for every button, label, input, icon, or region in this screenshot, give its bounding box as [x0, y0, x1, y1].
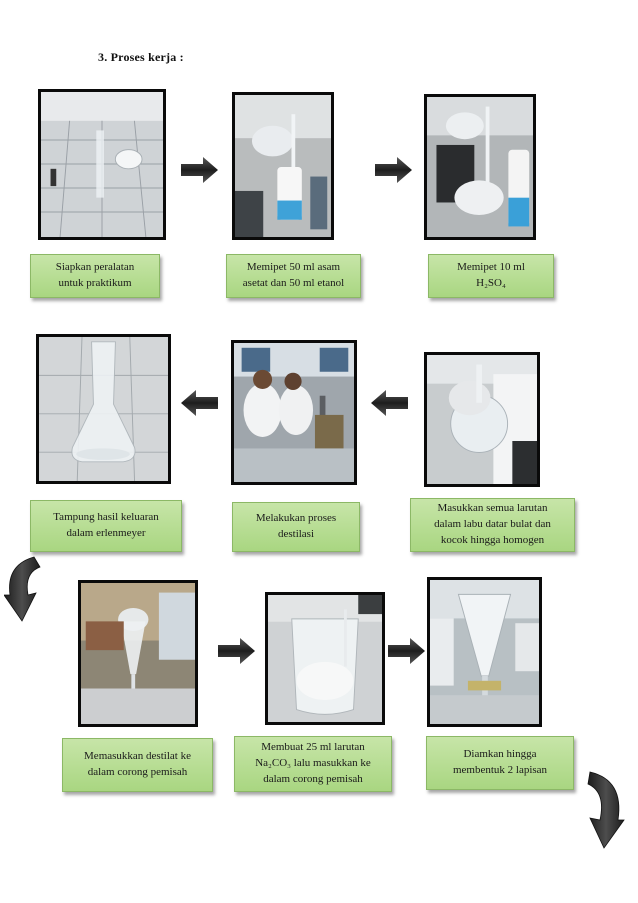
- step-5-photo: [231, 340, 357, 485]
- step-1-photo: [38, 89, 166, 240]
- curved-arrow-down-icon: [587, 771, 625, 849]
- arrow-right-icon: [375, 157, 412, 183]
- arrow-right-icon: [388, 638, 425, 664]
- step-4-photo: [36, 334, 171, 484]
- arrow-left-icon: [371, 390, 408, 416]
- step-3-photo: [424, 94, 536, 240]
- step-6-photo: [424, 352, 540, 487]
- step-7-photo: [78, 580, 198, 727]
- curved-arrow-down-icon: [4, 556, 41, 622]
- step-9-photo: [427, 577, 542, 727]
- arrow-left-icon: [181, 390, 218, 416]
- section-heading: 3. Proses kerja :: [98, 50, 184, 64]
- step-8-photo: [265, 592, 385, 725]
- arrow-right-icon: [181, 157, 218, 183]
- step-2-photo: [232, 92, 334, 240]
- arrow-right-icon: [218, 638, 255, 664]
